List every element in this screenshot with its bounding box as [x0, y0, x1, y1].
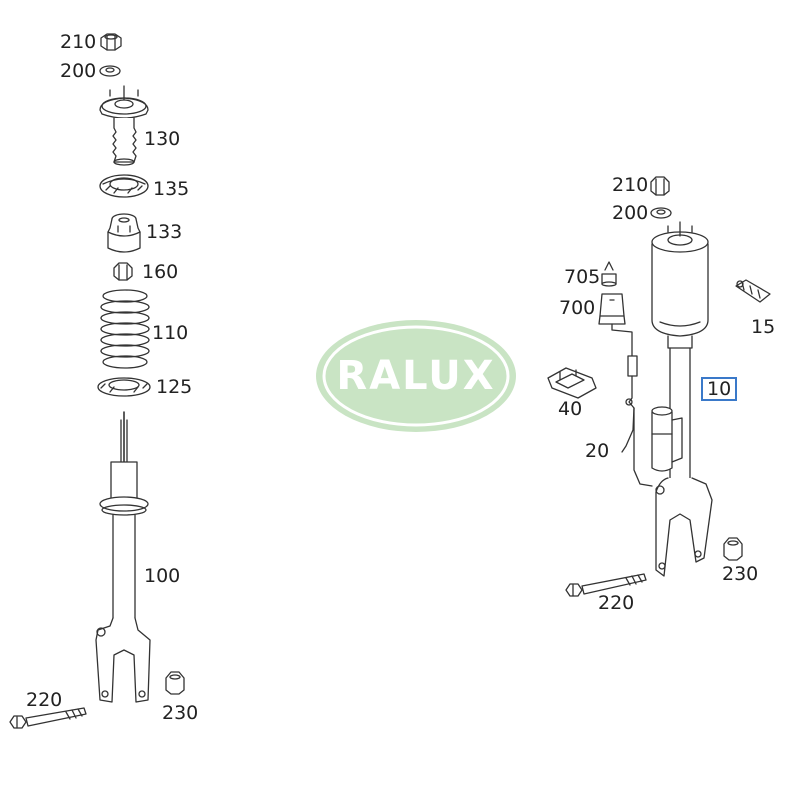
right-cap-705	[601, 261, 617, 287]
label-left-135: 135	[153, 178, 190, 200]
right-washer-200	[650, 207, 672, 219]
right-nut-210	[650, 176, 670, 196]
watermark-logo	[316, 320, 516, 432]
label-right-700: 700	[559, 297, 596, 319]
left-bolt-220	[9, 707, 87, 729]
left-coil-spring-110	[100, 289, 150, 369]
label-right-40: 40	[558, 398, 583, 420]
left-nut-230	[165, 671, 185, 695]
label-left-210: 210	[60, 31, 97, 53]
right-nut-230	[723, 537, 743, 561]
label-left-200: 200	[60, 60, 97, 82]
label-left-100: 100	[144, 565, 181, 587]
left-nut-210	[100, 33, 122, 51]
label-left-160: 160	[142, 261, 179, 283]
watermark-text: RALUX	[336, 353, 496, 399]
label-right-10-highlighted[interactable]: 10	[701, 377, 738, 401]
left-strut-100	[95, 411, 151, 703]
label-right-220: 220	[598, 592, 635, 614]
right-bracket-40	[547, 367, 597, 399]
label-right-20: 20	[585, 440, 610, 462]
left-washer-200	[99, 65, 121, 77]
left-spring-seat-135	[99, 174, 149, 198]
left-nut-160	[113, 262, 133, 281]
right-air-strut-10	[651, 221, 713, 577]
right-connector-700	[598, 293, 626, 325]
label-left-125: 125	[156, 376, 193, 398]
label-right-15: 15	[751, 316, 776, 338]
label-right-210: 210	[612, 174, 649, 196]
label-left-230: 230	[162, 702, 199, 724]
label-right-200: 200	[612, 202, 649, 224]
label-right-705: 705	[564, 266, 601, 288]
label-left-110: 110	[152, 322, 189, 344]
right-bolt-220	[565, 573, 647, 597]
label-right-230: 230	[722, 563, 759, 585]
label-left-130: 130	[144, 128, 181, 150]
left-spring-seat-125	[97, 377, 151, 397]
label-left-220: 220	[26, 689, 63, 711]
watermark: RALUX	[314, 318, 518, 434]
right-wiring-20	[611, 323, 653, 487]
right-valve-block	[651, 406, 683, 472]
right-valve-15	[735, 279, 771, 303]
left-top-mount-130	[99, 85, 149, 166]
left-bump-stop-133	[107, 213, 141, 253]
label-left-133: 133	[146, 221, 183, 243]
